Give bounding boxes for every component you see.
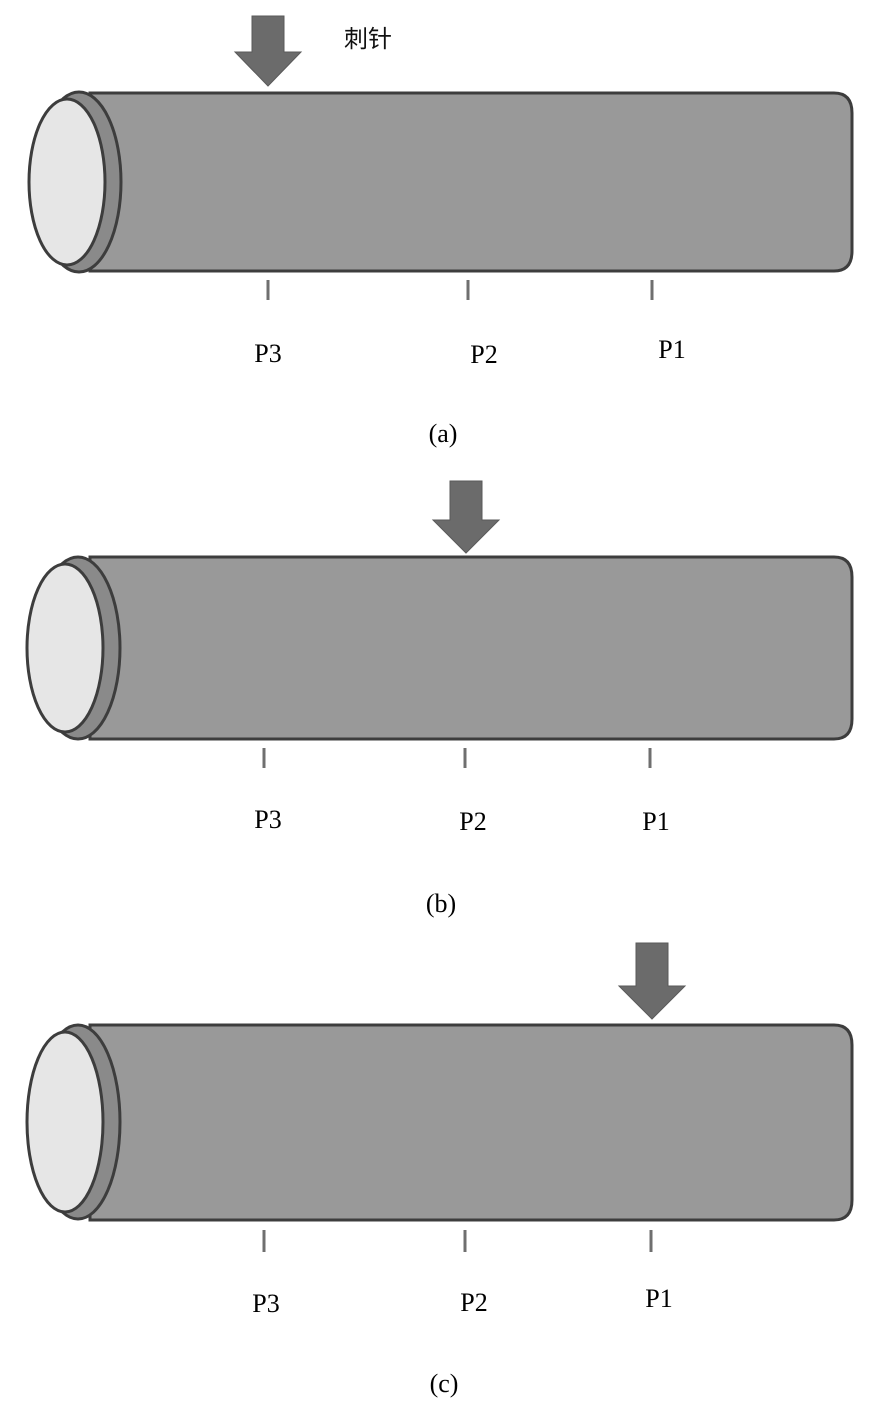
needle-arrow [617,942,687,1020]
position-label-p1: P1 [645,1284,672,1313]
panel-caption: (a) [429,419,458,448]
position-label-p2: P2 [460,1288,487,1317]
tube-body [88,555,854,741]
position-label-p1: P1 [642,807,669,836]
panel-caption: (c) [430,1369,459,1398]
tube [27,90,854,274]
tube-open-end [27,97,107,267]
position-label-p1: P1 [658,335,685,364]
position-label-p3: P3 [254,339,281,368]
position-label-p2: P2 [470,340,497,369]
needle-arrow [233,15,303,87]
needle-arrow [431,480,501,554]
tube-body [88,91,854,273]
panel-a: 刺针 P3 P2 P1 (a) [27,15,854,448]
tube-body [88,1023,854,1222]
tube-open-end [25,1030,105,1214]
tube [25,555,854,741]
position-label-p3: P3 [254,805,281,834]
panel-caption: (b) [426,889,456,918]
position-label-p2: P2 [459,807,486,836]
panel-c: P3 P2 P1 (c) [25,942,854,1398]
tube [25,1023,854,1222]
panel-b: P3 P2 P1 (b) [25,480,854,918]
needle-label: 刺针 [344,25,392,53]
tube-open-end [25,562,105,734]
position-label-p3: P3 [252,1289,279,1318]
